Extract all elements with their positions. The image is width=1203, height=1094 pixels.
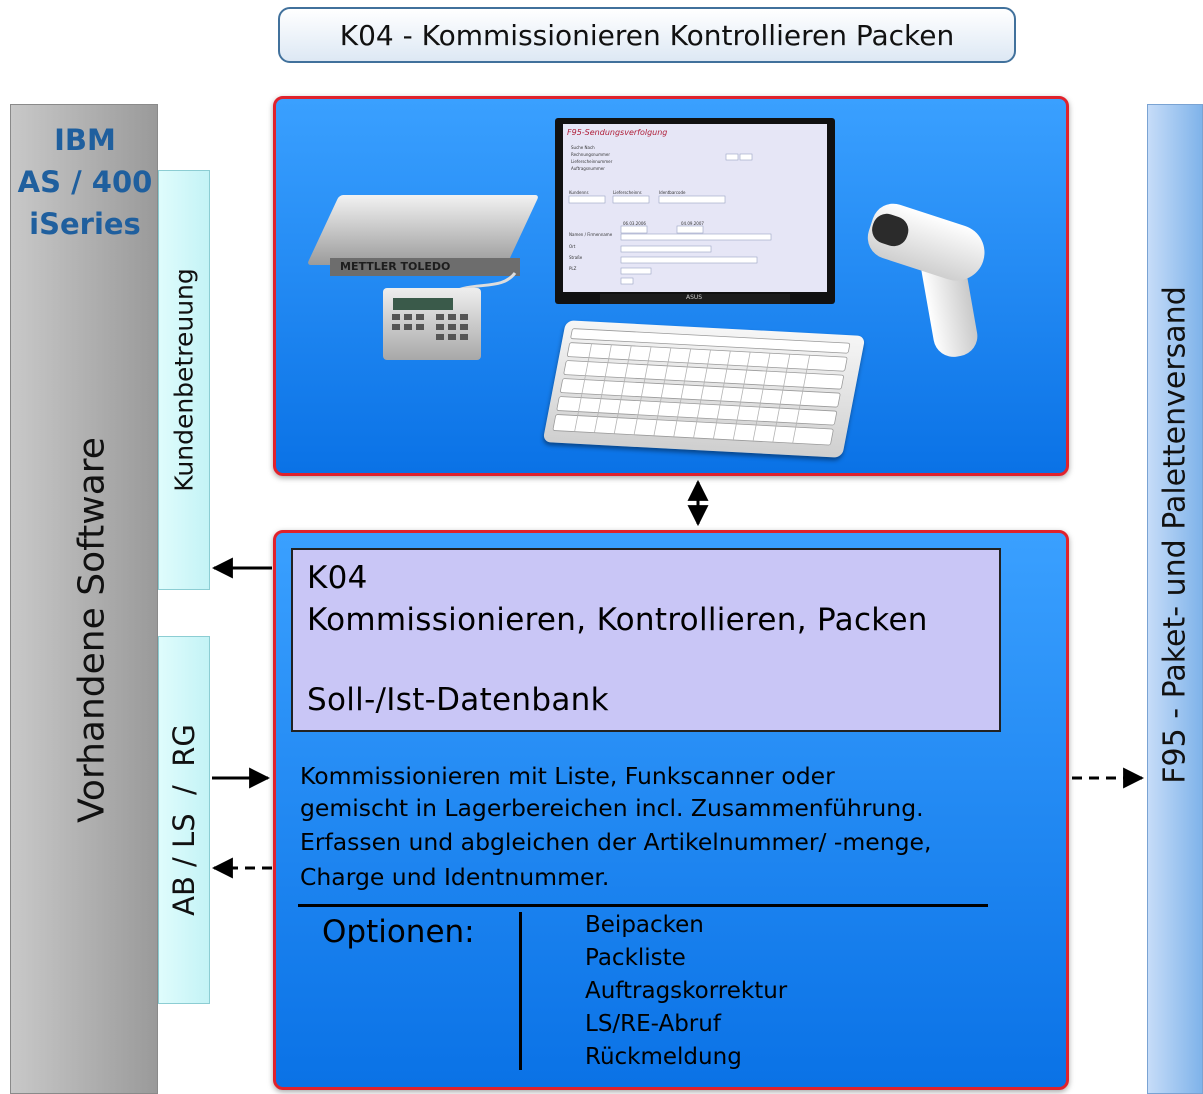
options-label: Optionen: xyxy=(322,914,475,950)
diagram-title: K04 - Kommissionieren Kontrollieren Pack… xyxy=(278,7,1016,63)
module-database: Soll-/Ist-Datenbank xyxy=(307,682,609,718)
module-code: K04 xyxy=(307,560,368,596)
documents-box: AB / LS / RG xyxy=(158,636,210,1004)
description-line: Kommissionieren mit Liste, Funkscanner o… xyxy=(300,762,835,790)
monitor-stand: ASUS xyxy=(600,294,790,304)
description-line: Charge und Identnummer. xyxy=(300,863,610,891)
monitor-brand: ASUS xyxy=(686,294,703,301)
scale-display xyxy=(393,298,453,310)
screen-inputs xyxy=(568,153,772,285)
module-name: Kommissionieren, Kontrollieren, Packen xyxy=(307,602,928,638)
option-item: Beipacken xyxy=(585,912,704,938)
existing-software-column: IBM AS / 400 iSeries xyxy=(10,104,158,1094)
description-line: gemischt in Lagerbereichen incl. Zusamme… xyxy=(300,794,924,822)
scale-base: METTLER TOLEDO xyxy=(330,258,520,276)
customer-service-box: Kundenbetreuung xyxy=(158,170,210,590)
screen-title: F95-Sendungsverfolgung xyxy=(567,128,668,137)
scale-keypad xyxy=(392,314,468,340)
options-separator xyxy=(519,912,522,1070)
ibm-label: IBM xyxy=(54,123,116,157)
screen-form: Suche Nach Rechnungsnummer Lieferscheinn… xyxy=(571,145,613,171)
keyboard-keys xyxy=(552,328,851,446)
option-item: Rückmeldung xyxy=(585,1044,742,1070)
options-divider xyxy=(298,904,988,907)
shipping-column: F95 - Paket- und Palettenversand xyxy=(1147,104,1203,1094)
title-text: K04 - Kommissionieren Kontrollieren Pack… xyxy=(339,18,955,52)
monitor-screen: F95-Sendungsverfolgung Suche Nach Rechnu… xyxy=(563,124,827,292)
option-item: LS/RE-Abruf xyxy=(585,1011,721,1037)
option-item: Auftragskorrektur xyxy=(585,978,788,1004)
option-item: Packliste xyxy=(585,945,686,971)
iseries-label: iSeries xyxy=(29,207,141,241)
keyboard xyxy=(542,320,866,458)
description-line: Erfassen und abgleichen der Artikelnumme… xyxy=(300,828,932,856)
module-header-box: K04 Kommissionieren, Kontrollieren, Pack… xyxy=(291,548,1001,732)
scale-brand: METTLER TOLEDO xyxy=(340,260,451,273)
as400-label: AS / 400 xyxy=(17,165,153,199)
